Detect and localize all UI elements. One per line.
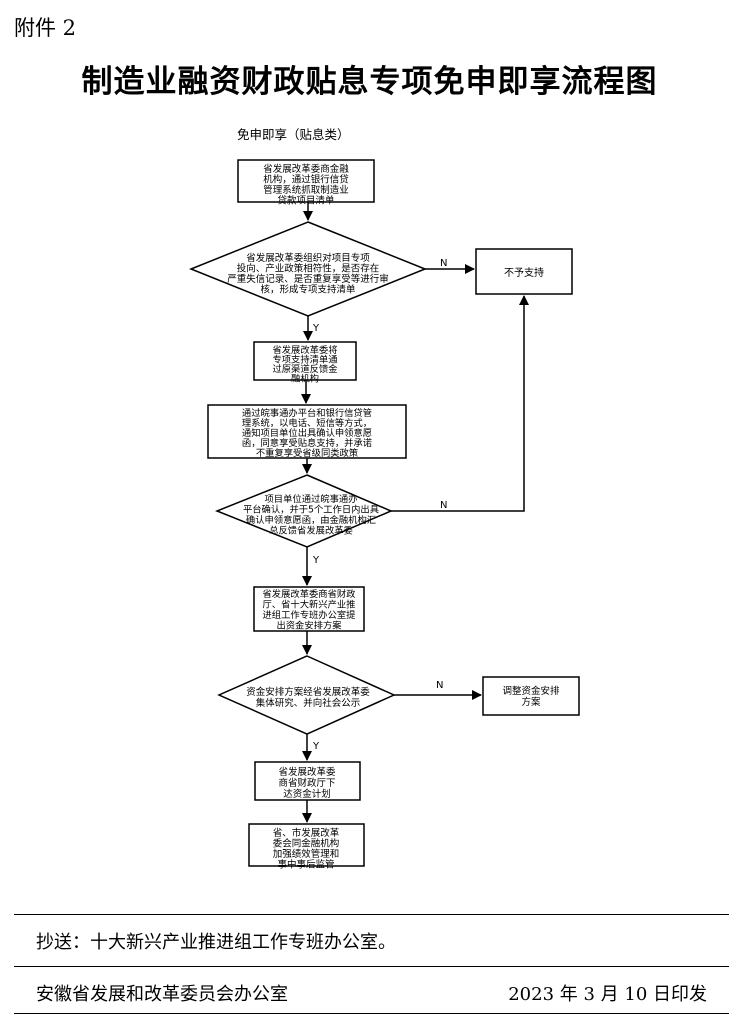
step1-line: 管理系统抓取制造业	[263, 184, 349, 196]
arrow-decision2-reject1	[391, 295, 529, 512]
step6-line: 省、市发展改革	[273, 827, 340, 839]
decision3-line: 集体研究、并向社会公示	[256, 697, 361, 709]
step6-text: 省、市发展改革委会同金融机构加强绩效管理和事中事后监管	[273, 827, 340, 871]
decision3-line: 资金安排方案经省发展改革委	[246, 686, 370, 698]
step2-line: 过原渠道反馈金	[272, 363, 338, 375]
step1-line: 贷款项目清单	[277, 195, 335, 207]
attachment-label: 附件 2	[14, 16, 77, 40]
step3-line: 不重复享受省级同类政策	[256, 447, 358, 459]
decision3-text: 资金安排方案经省发展改革委集体研究、并向社会公示	[246, 686, 370, 709]
step3-line: 通过皖事通办平台和银行信贷管	[242, 407, 372, 419]
step2-text: 省发展改革委将专项支持清单通过原渠道反馈金融机构	[272, 344, 338, 385]
step2-line: 专项支持清单通	[272, 354, 337, 366]
step6-line: 委会同金融机构	[273, 838, 340, 850]
step5-text: 省发展改革委商省财政厅下达资金计划	[278, 766, 336, 800]
step4-line: 厅、省十大新兴产业推	[263, 599, 356, 611]
step1-text: 省发展改革委商金融机构，通过银行信贷管理系统抓取制造业贷款项目清单	[263, 163, 349, 207]
cc-line: 抄送：十大新兴产业推进组工作专班办公室。	[36, 932, 396, 953]
no-label-1: N	[440, 258, 447, 269]
step3-box	[207, 404, 407, 459]
flow-category-label: 免申即享（贴息类）	[237, 127, 350, 142]
no-label-2: N	[440, 500, 447, 511]
decision1-line: 严重失信记录、是否重复享受等进行审	[227, 273, 389, 285]
step6-box	[248, 823, 365, 867]
issuer: 安徽省发展和改革委员会办公室	[36, 984, 288, 1005]
footer-divider-middle	[14, 966, 729, 967]
decision2-line: 平台确认，并于5个工作日内出具	[243, 504, 379, 516]
step1-line: 机构，通过银行信贷	[263, 174, 349, 186]
step3-line: 理系统，以电话、短信等方式，	[242, 417, 372, 429]
reject1-text: 不予支持	[504, 266, 544, 279]
no-label-3: N	[436, 680, 443, 691]
step6-line: 加强绩效管理和	[273, 848, 340, 860]
step5-box	[254, 761, 361, 801]
step1-line: 省发展改革委商金融	[263, 163, 349, 175]
step1-box	[237, 159, 375, 203]
step6-line: 事中事后监管	[277, 859, 334, 871]
step2-box	[253, 341, 357, 381]
footer-divider-top	[14, 914, 729, 915]
yes-label-1: Y	[312, 323, 320, 334]
footer-divider-bottom	[14, 1013, 729, 1014]
step4-text: 省发展改革委商省财政厅、省十大新兴产业推进组工作专班办公室提出资金安排方案	[263, 588, 357, 632]
reject1-box	[475, 248, 573, 295]
yes-label-2: Y	[312, 555, 320, 566]
reject2-box	[482, 676, 580, 716]
flowchart: 免申即享（贴息类）	[188, 127, 580, 871]
step3-line: 通知项目单位出具确认申领意愿	[242, 427, 372, 439]
step4-box	[253, 586, 365, 632]
reject2-line: 调整资金安排	[502, 685, 560, 697]
step3-text: 通过皖事通办平台和银行信贷管理系统，以电话、短信等方式，通知项目单位出具确认申领…	[242, 407, 372, 459]
yes-label-3: Y	[312, 741, 320, 752]
issue-date: 2023 年 3 月 10 日印发	[508, 984, 707, 1005]
decision2-line: 确认申领意愿函，由金融机构汇	[246, 514, 376, 526]
step5-line: 达资金计划	[283, 788, 331, 800]
decision2-text: 项目单位通过皖事通办平台确认，并于5个工作日内出具确认申领意愿函，由金融机构汇总…	[243, 493, 379, 537]
decision1-text: 省发展改革委组织对项目专项投向、产业政策相符性，是否存在严重失信记录、是否重复享…	[227, 252, 389, 296]
decision2-line: 总反馈省发展改革委	[269, 525, 353, 537]
reject2-line: 方案	[521, 696, 541, 708]
document-title: 制造业融资财政贴息专项免申即享流程图	[81, 64, 658, 100]
step4-line: 省发展改革委商省财政	[263, 588, 356, 600]
decision2-line: 项目单位通过皖事通办	[265, 493, 358, 505]
decision1-line: 投向、产业政策相符性，是否存在	[237, 263, 380, 275]
step4-line: 出资金安排方案	[276, 620, 342, 632]
step4-line: 进组工作专班办公室提	[263, 609, 357, 621]
decision1-line: 核，形成专项支持清单	[260, 284, 356, 296]
decision1-line: 省发展改革委组织对项目专项	[246, 252, 370, 264]
step3-line: 函，同意享受贴息支持，并承诺	[242, 437, 372, 449]
reject2-text: 调整资金安排方案	[502, 685, 560, 708]
step5-line: 商省财政厅下	[278, 777, 335, 789]
reject1-line: 不予支持	[504, 266, 544, 279]
step2-line: 省发展改革委将	[272, 344, 337, 356]
step2-line: 融机构	[291, 373, 319, 385]
step5-line: 省发展改革委	[278, 766, 336, 778]
